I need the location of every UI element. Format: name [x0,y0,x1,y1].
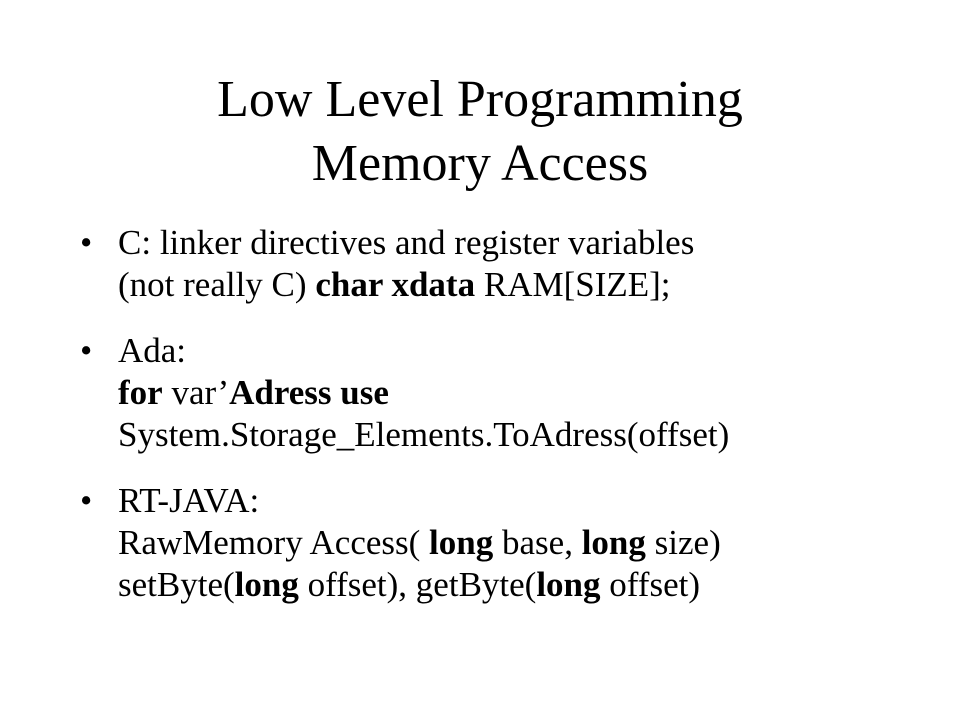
text-run: base, [493,523,582,562]
text-run: offset), getByte( [298,565,537,604]
bullet-line: RawMemory Access( long base, long size) [118,522,910,564]
bold-text: long [234,565,299,604]
bullet-list: • C: linker directives and register varia… [80,222,910,630]
text-run: size) [645,523,721,562]
bold-text: long [581,523,646,562]
text-run: var’ [162,373,230,412]
bullet-line: RT-JAVA: [118,480,910,522]
bullet-line: System.Storage_Elements.ToAdress(offset) [118,414,910,456]
bullet-marker: • [80,223,93,262]
bullet-item: • C: linker directives and register varia… [80,222,910,306]
slide-title: Low Level Programming Memory Access [0,68,960,196]
bullet-marker: • [80,331,93,370]
bullet-marker: • [80,481,93,520]
text-run: Ada: [118,331,187,370]
bold-text: Adress use [229,373,389,412]
text-run: (not really C) [118,265,316,304]
text-run: offset) [600,565,700,604]
bullet-line: Ada: [118,330,910,372]
bullet-item: • RT-JAVA:RawMemory Access( long base, lo… [80,480,910,606]
text-run: RAM[SIZE]; [475,265,671,304]
bullet-line: (not really C) char xdata RAM[SIZE]; [118,264,910,306]
bullet-line: C: linker directives and register variab… [118,222,910,264]
bold-text: long [536,565,601,604]
bold-text: for [118,373,163,412]
bold-text: long [429,523,494,562]
text-run: System.Storage_Elements.ToAdress(offset) [118,415,730,454]
text-run: RT-JAVA: [118,481,260,520]
title-line-1: Low Level Programming [217,71,743,128]
bold-text: char xdata [315,265,476,304]
text-run: setByte( [118,565,235,604]
bullet-line: for var’Adress use [118,372,910,414]
text-run: C: linker directives and register variab… [118,223,695,262]
title-line-2: Memory Access [311,135,649,192]
text-run: RawMemory Access( [118,523,430,562]
bullet-line: setByte(long offset), getByte(long offse… [118,564,910,606]
